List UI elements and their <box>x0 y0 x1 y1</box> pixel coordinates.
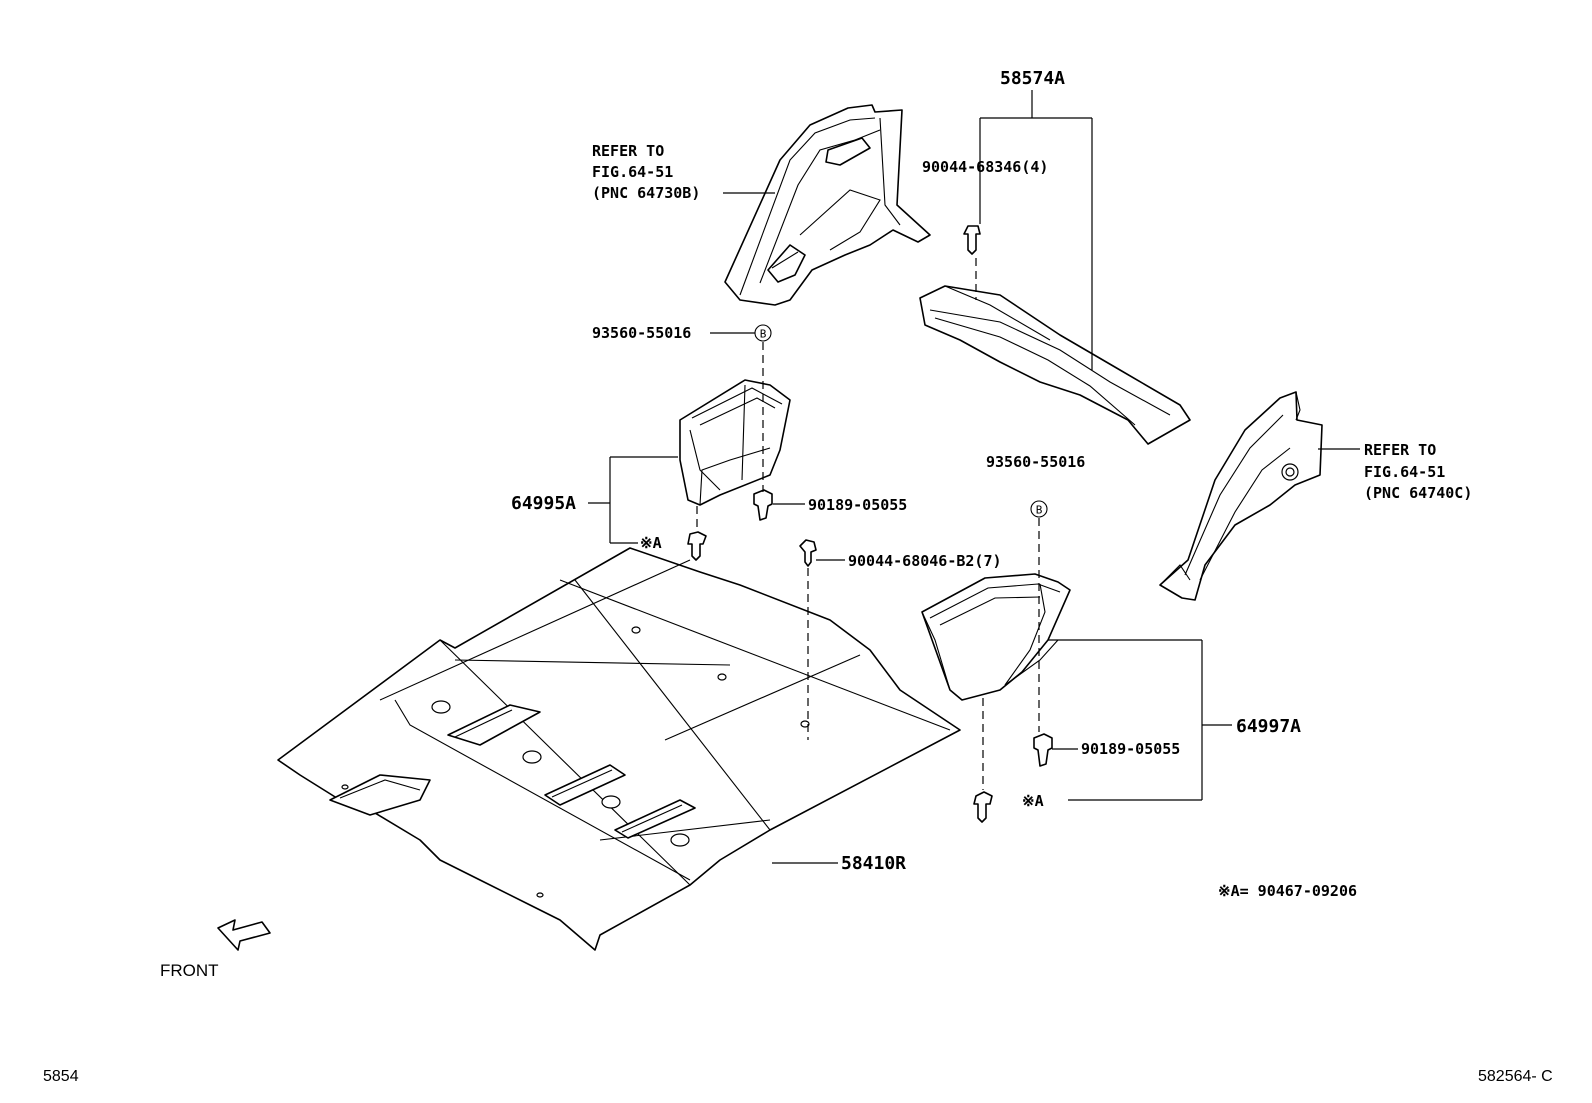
label-93560-left: 93560-55016 <box>592 324 691 342</box>
label-90189-left: 90189-05055 <box>808 496 907 514</box>
refer-right-line2: FIG.64-51 <box>1364 463 1445 481</box>
refer-right-line3: (PNC 64740C) <box>1364 484 1472 502</box>
label-58410R: 58410R <box>841 853 906 874</box>
clip-a-left <box>687 531 707 561</box>
label-90189-right: 90189-05055 <box>1081 740 1180 758</box>
right-quarter-trim <box>1159 391 1323 601</box>
marker-b-left: B <box>754 324 772 342</box>
floor-carpet <box>277 547 961 951</box>
svg-text:B: B <box>760 328 767 341</box>
mark-a-left: ※A <box>640 534 662 552</box>
corner-right-code: 582564- C <box>1478 1068 1553 1085</box>
label-64995A: 64995A <box>511 493 576 514</box>
refer-left-line3: (PNC 64730B) <box>592 184 700 202</box>
marker-b-right: B <box>1030 500 1048 518</box>
left-storage-box <box>679 379 791 506</box>
label-93560-right: 93560-55016 <box>986 453 1085 471</box>
corner-left-code: 5854 <box>43 1068 79 1085</box>
front-arrow-icon <box>217 919 271 951</box>
clip-a-right <box>973 791 993 823</box>
clip-90044-68346 <box>963 225 981 255</box>
mark-a-right: ※A <box>1022 792 1044 810</box>
note-a: ※A= 90467-09206 <box>1218 882 1357 900</box>
right-storage-box <box>921 573 1071 701</box>
rear-sill-panel <box>919 285 1191 445</box>
clip-90189-right <box>1033 733 1053 767</box>
label-64997A: 64997A <box>1236 716 1301 737</box>
left-quarter-trim <box>724 104 931 306</box>
svg-text:B: B <box>1036 504 1043 517</box>
alignment-lines <box>696 258 1040 790</box>
refer-right-line1: REFER TO <box>1364 441 1436 459</box>
label-90044-68346: 90044-68346(4) <box>922 158 1048 176</box>
label-58574A: 58574A <box>1000 68 1065 89</box>
refer-left-line2: FIG.64-51 <box>592 163 673 181</box>
leader-lines <box>588 90 1360 864</box>
front-label: FRONT <box>160 961 219 980</box>
refer-left-line1: REFER TO <box>592 142 664 160</box>
clip-90189-left <box>753 489 773 521</box>
clip-90044-68046 <box>799 539 817 567</box>
label-90044-68046: 90044-68046-B2(7) <box>848 552 1002 570</box>
